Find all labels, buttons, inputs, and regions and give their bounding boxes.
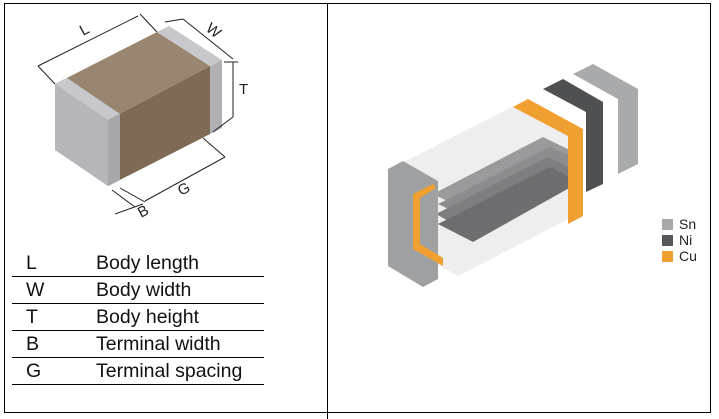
dimension-symbol: T: [12, 303, 96, 331]
dimension-meaning: Terminal width: [96, 330, 264, 358]
legend-item-ni: Ni: [662, 232, 697, 248]
table-row: T Body height: [12, 303, 264, 331]
dimension-symbol: L: [12, 250, 96, 277]
dim-label-T: T: [239, 81, 248, 98]
dimension-meaning: Body height: [96, 303, 264, 331]
dim-label-B: B: [135, 202, 152, 222]
dimension-symbol: B: [12, 330, 96, 358]
dim-label-G: G: [175, 179, 193, 199]
table-row: B Terminal width: [12, 330, 264, 358]
dimension-meaning: Body length: [96, 250, 264, 277]
legend-label: Ni: [679, 232, 693, 248]
dimension-meaning: Body width: [96, 276, 264, 304]
dimension-table: L Body length W Body width T Body height…: [12, 250, 264, 385]
cu-swatch: [662, 250, 673, 262]
dim-label-W: W: [203, 20, 225, 43]
table-row: W Body width: [12, 276, 264, 304]
legend-item-cu: Cu: [662, 248, 697, 264]
terminal-layers-cutaway: [388, 64, 638, 287]
legend-label: Sn: [679, 216, 697, 232]
capacitor-front-face: [108, 66, 210, 186]
ni-layer: [543, 79, 603, 192]
table-row: G Terminal spacing: [12, 357, 264, 385]
sn-layer: [573, 64, 638, 174]
panel-divider: [327, 3, 328, 419]
legend-item-sn: Sn: [662, 216, 697, 232]
internal-electrodes: [433, 137, 583, 242]
cu-layer-left: [413, 184, 443, 266]
dim-label-L: L: [77, 21, 92, 40]
material-legend: Sn Ni Cu: [662, 216, 697, 264]
dimension-meaning: Terminal spacing: [96, 357, 264, 385]
sn-swatch: [662, 218, 673, 230]
table-row: L Body length: [12, 250, 264, 277]
capacitor-dimension-diagram: L W T G B: [37, 13, 248, 222]
left-terminal: [55, 84, 108, 186]
legend-label: Cu: [679, 248, 697, 264]
figure-frame: [4, 3, 711, 413]
cu-layer-right: [513, 99, 583, 224]
dimension-symbol: G: [12, 357, 96, 385]
right-terminal: [157, 26, 222, 66]
dimension-symbol: W: [12, 276, 96, 304]
ni-swatch: [662, 234, 673, 246]
